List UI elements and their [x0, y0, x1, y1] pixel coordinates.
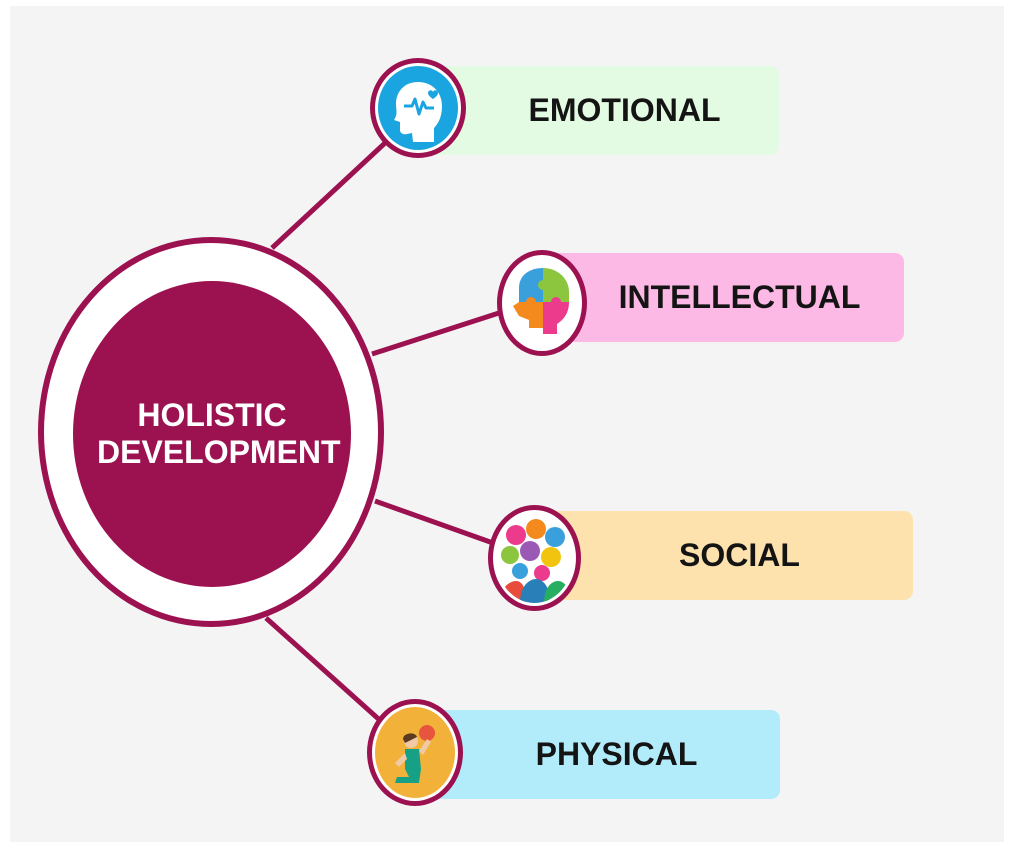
center-title: HOLISTIC DEVELOPMENT [97, 397, 341, 471]
social-label-box: SOCIAL [536, 511, 913, 600]
connector-emotional [270, 141, 387, 250]
social-node [488, 505, 581, 611]
physical-label-box: PHYSICAL [423, 710, 780, 799]
social-label: SOCIAL [679, 537, 800, 573]
emotional-node [370, 58, 466, 158]
intellectual-node [497, 250, 587, 356]
intellectual-label-box: INTELLECTUAL [545, 253, 904, 342]
center-node: HOLISTIC DEVELOPMENT [73, 281, 351, 587]
emotional-label: EMOTIONAL [528, 92, 721, 128]
connector-intellectual [371, 309, 503, 357]
puzzle-head-icon [505, 258, 579, 348]
center-title-line-2: DEVELOPMENT [97, 434, 341, 470]
person-exercise-icon [375, 707, 455, 798]
physical-label: PHYSICAL [535, 736, 698, 772]
physical-node [367, 699, 463, 806]
social-speech-bubbles-icon [496, 513, 573, 603]
head-heartbeat-icon [378, 66, 458, 150]
connector-physical [264, 616, 385, 725]
center-title-line-1: HOLISTIC [137, 397, 287, 433]
emotional-label-box: EMOTIONAL [420, 66, 779, 155]
connector-social [374, 498, 494, 546]
intellectual-label: INTELLECTUAL [618, 279, 861, 315]
